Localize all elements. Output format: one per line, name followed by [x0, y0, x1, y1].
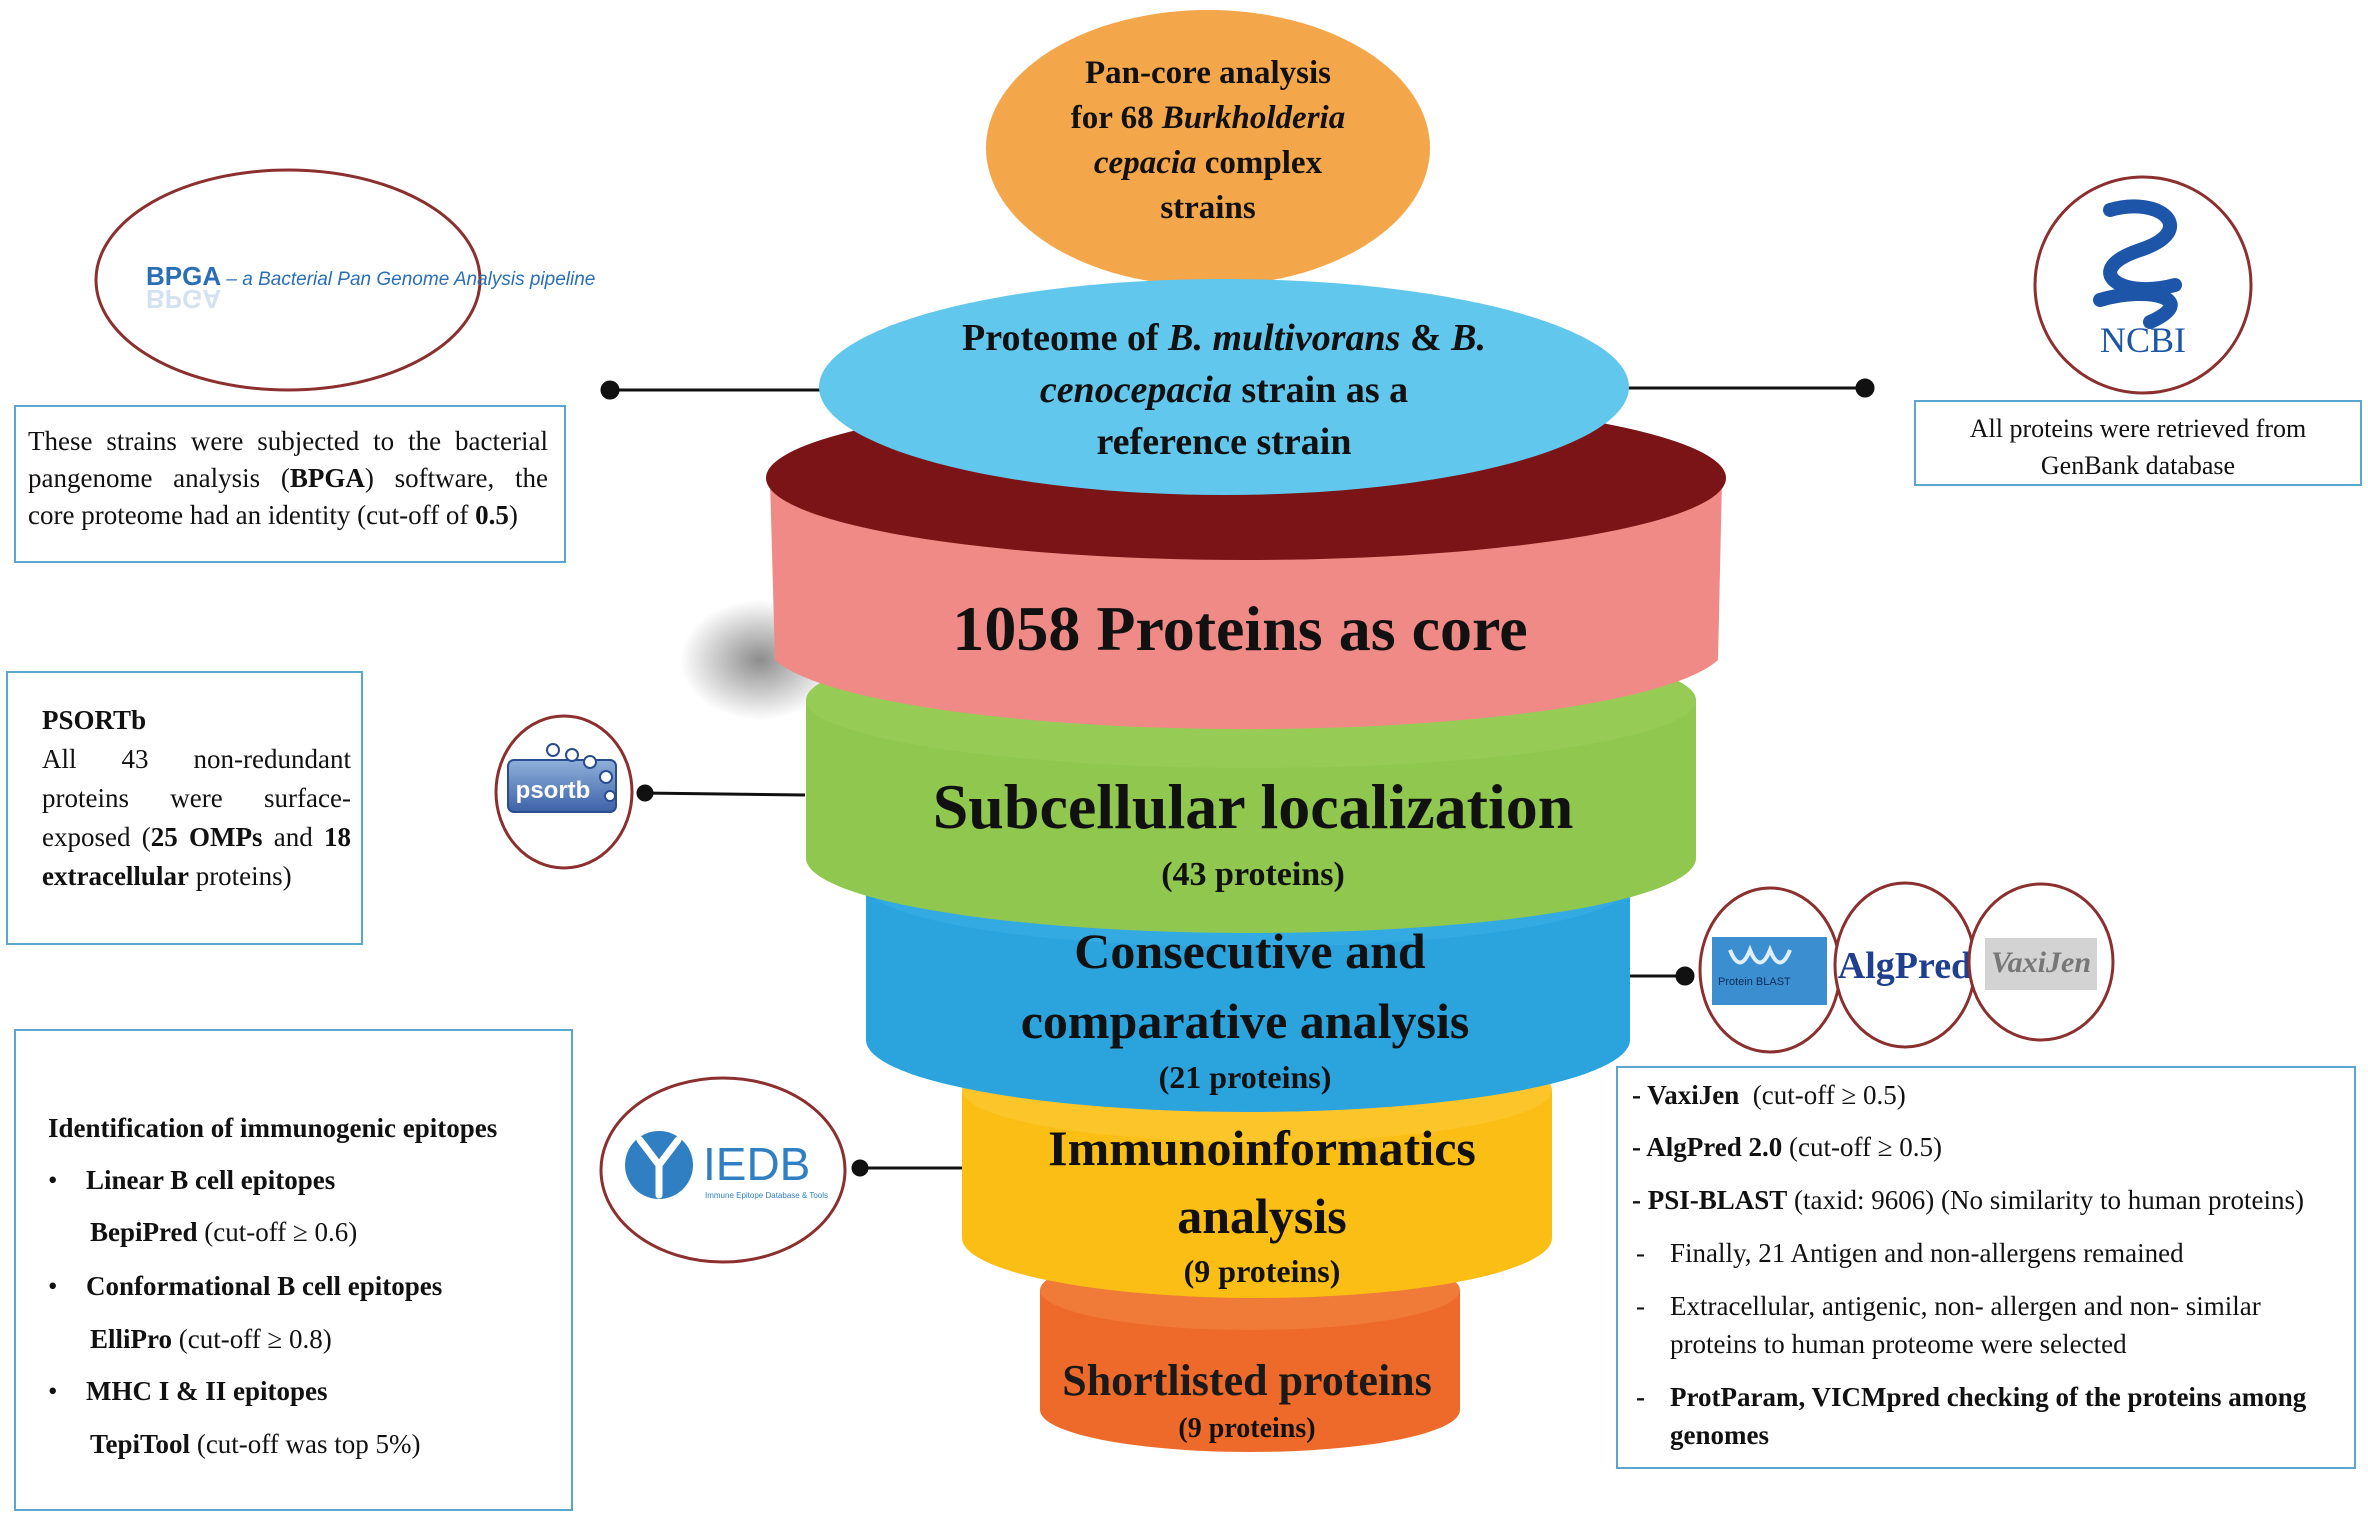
shortlisted-label: Shortlisted proteins: [1062, 1356, 1432, 1405]
immuno-label-2: analysis: [1177, 1188, 1347, 1244]
epitope-linear-b-tool: BepiPred (cut-off ≥ 0.6): [90, 1217, 358, 1247]
psortb-line-2: proteins were surface-: [42, 783, 351, 813]
core-label: 1058 Proteins as core: [952, 593, 1527, 664]
blast-logo: Protein BLAST: [1698, 886, 1842, 1054]
reference-strain-oval: [819, 279, 1629, 495]
epitope-mhc-tool: TepiTool (cut-off was top 5%): [90, 1429, 421, 1459]
criteria-dash-6: -: [1636, 1382, 1645, 1412]
svg-text:AlgPred: AlgPred: [1838, 945, 1972, 987]
criteria-final-count: Finally, 21 Antigen and non-allergens re…: [1670, 1238, 2184, 1268]
criteria-vaxijen: - VaxiJen (cut-off ≥ 0.5): [1632, 1080, 1906, 1110]
consecutive-label-1: Consecutive and: [1074, 923, 1426, 979]
svg-text:psortb: psortb: [516, 777, 591, 804]
bpga-description-box: These strains were subjected to the bact…: [14, 405, 566, 563]
criteria-protparam-2: genomes: [1670, 1420, 1769, 1450]
reference-text-2: cenocepacia strain as a: [1040, 369, 1408, 411]
svg-text:BPGA: BPGA: [146, 284, 221, 314]
svg-text:VaxiJen: VaxiJen: [1991, 946, 2091, 979]
epitope-conformational-b-tool: ElliPro (cut-off ≥ 0.8): [90, 1324, 332, 1354]
psortb-line-4: extracellular proteins): [42, 861, 292, 891]
bpga-desc-line-3: core proteome had an identity (cut-off o…: [28, 500, 518, 530]
criteria-selection-1: Extracellular, antigenic, non- allergen …: [1670, 1291, 2261, 1321]
vaxijen-logo: VaxiJen: [1967, 882, 2115, 1042]
epitope-identification-box: Identification of immunogenic epitopes •…: [14, 1029, 573, 1511]
pan-core-text-1: Pan-core analysis: [1085, 55, 1331, 91]
iedb-logo: IEDB Immune Epitope Database & Tools: [599, 1076, 847, 1264]
algpred-logo: AlgPred: [1833, 881, 1977, 1049]
svg-text:BPGA – a Bacterial Pan Genome: BPGA – a Bacterial Pan Genome Analysis p…: [146, 261, 595, 291]
bpga-desc-line-1: These strains were subjected to the bact…: [28, 426, 548, 456]
criteria-dash-4: -: [1636, 1238, 1645, 1268]
ncbi-desc-line-2: GenBank database: [2040, 451, 2236, 480]
immuno-label-1: Immunoinformatics: [1048, 1120, 1476, 1176]
reference-text-1: Proteome of B. multivorans & B.: [962, 317, 1486, 359]
epitope-bullet-3: •: [48, 1376, 58, 1406]
pan-core-oval: [986, 10, 1430, 286]
subcellular-label: Subcellular localization: [933, 771, 1574, 842]
pan-core-text-4: strains: [1160, 190, 1256, 226]
criteria-selection-2: proteins to human proteome were selected: [1670, 1329, 2127, 1359]
epitope-conformational-b: Conformational B cell epitopes: [86, 1271, 443, 1301]
ncbi-desc-line-1: All proteins were retrieved from: [1969, 414, 2307, 443]
pan-core-text-3: cepacia complex: [1094, 145, 1323, 181]
epitope-bullet-2: •: [48, 1271, 58, 1301]
psortb-line-1: All 43 non-redundant: [42, 744, 351, 774]
epitope-bullet-1: •: [48, 1165, 58, 1195]
psortb-title: PSORTb: [42, 705, 147, 735]
bpga-logo: BPGA – a Bacterial Pan Genome Analysis p…: [94, 168, 595, 392]
epitope-mhc: MHC I & II epitopes: [86, 1376, 328, 1406]
criteria-protparam-1: ProtParam, VICMpred checking of the prot…: [1670, 1382, 2307, 1412]
epitope-title: Identification of immunogenic epitopes: [48, 1113, 498, 1143]
svg-text:IEDB: IEDB: [703, 1138, 810, 1190]
criteria-psiblast: - PSI-BLAST (taxid: 9606) (No similarity…: [1632, 1185, 2304, 1215]
criteria-dash-5: -: [1636, 1291, 1645, 1321]
psortb-line-3: exposed (25 OMPs and 18: [42, 822, 351, 852]
ncbi-description-box: All proteins were retrieved from GenBank…: [1914, 400, 2362, 486]
bpga-desc-line-2: pangenome analysis (BPGA) software, the: [28, 463, 548, 493]
svg-text:Immune Epitope Database & Tool: Immune Epitope Database & Tools: [705, 1191, 828, 1200]
consecutive-label-2: comparative analysis: [1021, 993, 1470, 1049]
psortb-description-box: PSORTb All 43 non-redundant proteins wer…: [6, 671, 363, 945]
consecutive-count: (21 proteins): [1159, 1059, 1332, 1095]
immuno-count: (9 proteins): [1184, 1253, 1341, 1289]
reference-text-3: reference strain: [1097, 421, 1352, 463]
connectors: [600, 378, 1875, 1177]
epitope-linear-b: Linear B cell epitopes: [86, 1165, 336, 1195]
svg-text:NCBI: NCBI: [2100, 320, 2186, 360]
criteria-algpred: - AlgPred 2.0 (cut-off ≥ 0.5): [1632, 1132, 1943, 1162]
shortlisted-count: (9 proteins): [1178, 1413, 1315, 1444]
subcellular-count: (43 proteins): [1161, 856, 1345, 893]
selection-criteria-box: - VaxiJen (cut-off ≥ 0.5) - AlgPred 2.0 …: [1616, 1066, 2356, 1469]
pan-core-text-2: for 68 Burkholderia: [1071, 100, 1345, 136]
psortb-logo: psortb: [494, 714, 634, 870]
svg-text:Protein BLAST: Protein BLAST: [1718, 976, 1791, 988]
ncbi-logo: NCBI: [2033, 175, 2253, 395]
